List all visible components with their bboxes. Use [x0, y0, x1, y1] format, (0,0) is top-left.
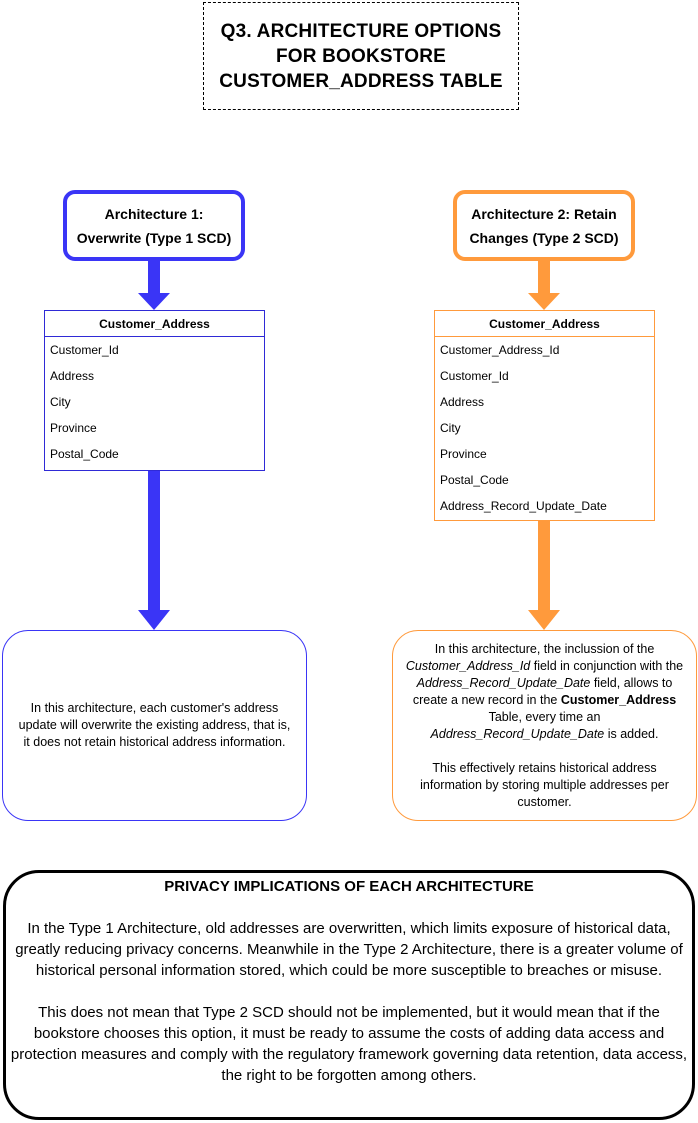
- table-field: Province: [50, 421, 97, 435]
- desc-table-name: Customer_Address: [560, 692, 677, 707]
- arrow-arch1-to-table1: [138, 261, 170, 310]
- architecture-2-label: Architecture 2: Retain Changes (Type 2 S…: [469, 205, 619, 246]
- table-field: Address: [50, 369, 95, 383]
- desc-text: field, allows to create a new record in …: [412, 675, 673, 707]
- table-field: Customer_Id: [440, 369, 509, 383]
- diagram-title-box: Q3. ARCHITECTURE OPTIONS FOR BOOKSTORE C…: [203, 2, 519, 110]
- table-field: City: [50, 395, 71, 409]
- privacy-paragraph-1: In the Type 1 Architecture, old addresse…: [15, 920, 683, 979]
- type1-description-box: In this architecture, each customer's ad…: [2, 630, 307, 821]
- arrow-table2-to-desc2: [528, 521, 560, 630]
- table-field: Postal_Code: [440, 473, 509, 487]
- table-field: Customer_Id: [50, 343, 119, 357]
- desc-text: field in conjunction with the: [530, 658, 684, 673]
- architecture-2-box: Architecture 2: Retain Changes (Type 2 S…: [453, 190, 635, 261]
- desc-field-name: Customer_Address_Id: [405, 658, 531, 673]
- table-field: Address_Record_Update_Date: [440, 499, 607, 513]
- privacy-implications-box: PRIVACY IMPLICATIONS OF EACH ARCHITECTUR…: [3, 870, 695, 1120]
- desc-field-name: Address_Record_Update_Date: [416, 675, 591, 690]
- type2-description-box: In this architecture, the inclussion of …: [392, 630, 697, 821]
- desc-text: Table, every time an: [488, 709, 601, 724]
- table-field: City: [440, 421, 461, 435]
- desc-text: is added.: [604, 726, 659, 741]
- type2-description-part1: In this architecture, the inclussion of …: [405, 641, 684, 743]
- privacy-heading: PRIVACY IMPLICATIONS OF EACH ARCHITECTUR…: [164, 878, 534, 895]
- table-field: Customer_Address_Id: [440, 343, 560, 357]
- type2-description-part2: This effectively retains historical addr…: [420, 760, 669, 809]
- desc-text: In this architecture, the inclussion of …: [434, 641, 655, 656]
- table-field: Address: [440, 395, 485, 409]
- arrow-arch2-to-table2: [528, 261, 560, 310]
- architecture-1-box: Architecture 1: Overwrite (Type 1 SCD): [63, 190, 245, 261]
- table-type1-customer-address: Customer_Address Customer_Id Address Cit…: [44, 310, 265, 471]
- table-field: Postal_Code: [50, 447, 119, 461]
- table-header: Customer_Address: [45, 311, 264, 337]
- table-type2-customer-address: Customer_Address Customer_Address_Id Cus…: [434, 310, 655, 521]
- arrow-table1-to-desc1: [138, 471, 170, 630]
- diagram-title: Q3. ARCHITECTURE OPTIONS FOR BOOKSTORE C…: [219, 20, 503, 92]
- table-field: Province: [440, 447, 487, 461]
- privacy-paragraph-2: This does not mean that Type 2 SCD shoul…: [10, 1004, 688, 1084]
- desc-field-name: Address_Record_Update_Date: [430, 726, 605, 741]
- architecture-1-label: Architecture 1: Overwrite (Type 1 SCD): [76, 205, 232, 246]
- type1-description: In this architecture, each customer's ad…: [18, 701, 291, 749]
- table-header: Customer_Address: [435, 311, 654, 337]
